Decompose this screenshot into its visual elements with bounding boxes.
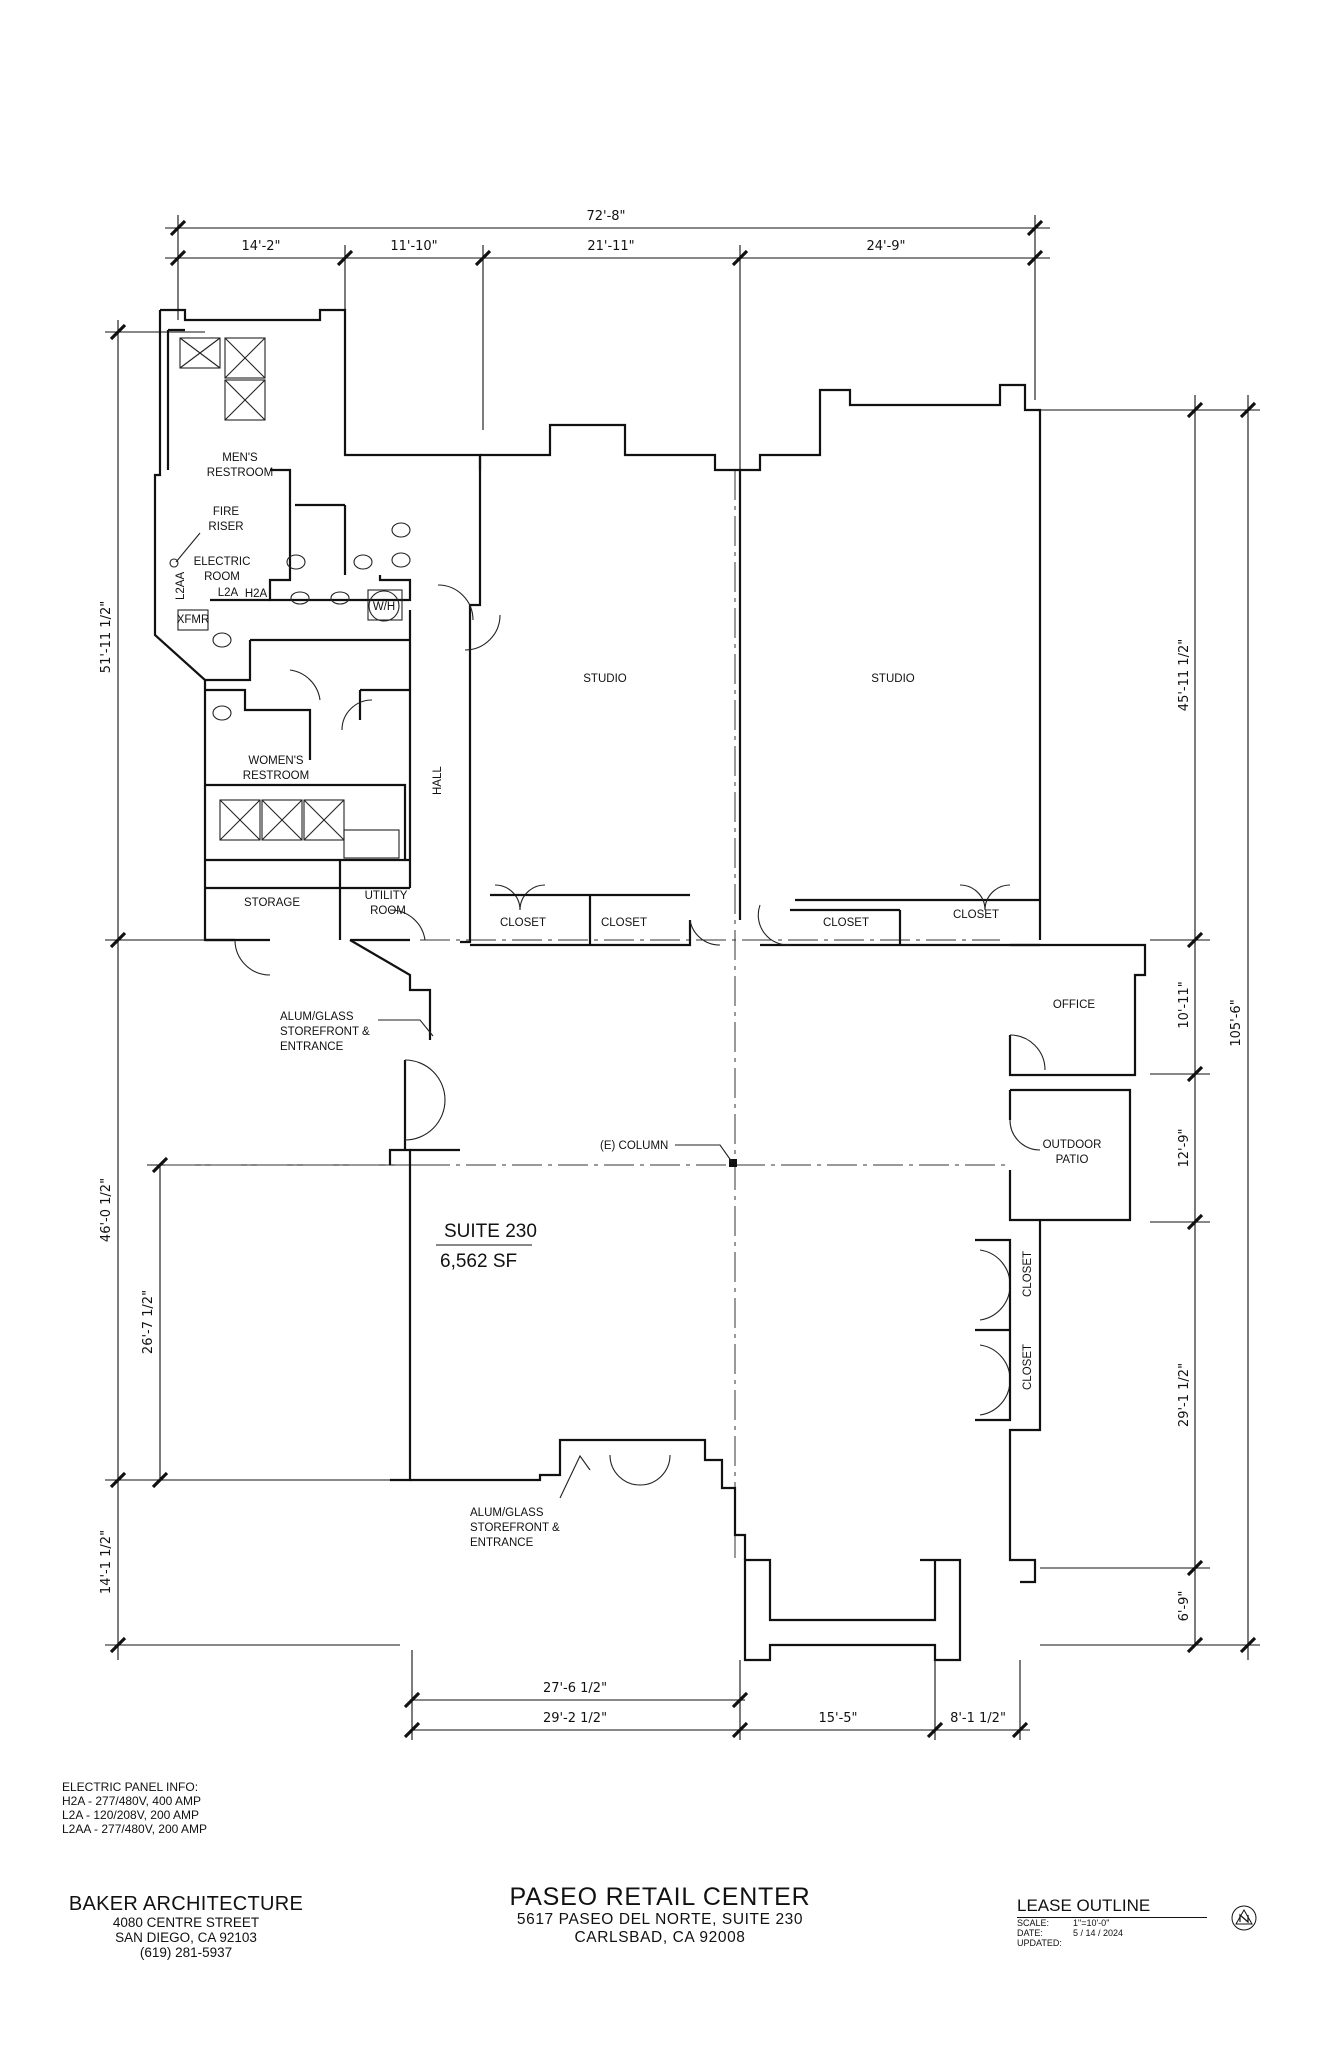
storefront-1-label-3: ENTRANCE [280,1041,344,1053]
electric-room-label-2: ROOM [204,571,240,583]
electric-panel-line: H2A - 277/480V, 400 AMP [62,1794,201,1808]
hall-label: HALL [432,766,444,795]
dim-top-1: 14'-2" [241,239,280,254]
architect-phone: (619) 281-5937 [139,1945,233,1960]
date-value: 5 / 14 / 2024 [1073,1928,1124,1938]
outdoor-patio-label-2: PATIO [1056,1154,1089,1166]
room-labels: MEN'S RESTROOM FIRE RISER ELECTRIC ROOM … [175,452,1101,1549]
dim-top-4: 24'-9" [866,239,905,254]
water-heater-symbol [368,590,400,622]
dim-left-2: 46'-0 1/2" [99,1178,114,1242]
panel-l2aa-label: L2AA [175,572,187,600]
building-walls [153,308,1147,1662]
updated-label: UPDATED: [1017,1938,1062,1948]
closet-3-label: CLOSET [823,917,869,929]
mens-restroom-label-2: RESTROOM [207,467,273,479]
project-address: 5617 PASEO DEL NORTE, SUITE 230 [516,1911,804,1928]
electric-panel-line: L2A - 120/208V, 200 AMP [62,1808,199,1822]
dim-right-5: 6'-9" [1177,1591,1192,1622]
panel-h2a-label: H2A [245,588,268,600]
architect-name: BAKER ARCHITECTURE [68,1893,304,1915]
electric-room-label-1: ELECTRIC [194,556,251,568]
architect-block: BAKER ARCHITECTURE 4080 CENTRE STREET SA… [52,1893,320,1960]
closet-1-label: CLOSET [500,917,546,929]
dim-bottom-3: 15'-5" [818,1711,857,1726]
fire-riser-label-2: RISER [208,521,243,533]
dim-top-3: 21'-11" [587,239,634,254]
project-name: PASEO RETAIL CENTER [509,1883,811,1911]
sheet-date-row: DATE: 5 / 14 / 2024 [1017,1928,1207,1938]
suite-area: 6,562 SF [440,1251,517,1272]
date-label: DATE: [1017,1928,1043,1938]
scale-value: 1"=10'-0" [1073,1918,1110,1928]
dim-right-overall: 105'-6" [1229,999,1244,1046]
dim-right-3: 12'-9" [1177,1128,1192,1167]
project-city: CARLSBAD, CA 92008 [574,1929,746,1946]
dimension-labels: 72'-8" 14'-2" 11'-10" 21'-11" 24'-9" 51'… [99,209,1244,1726]
mens-restroom-label-1: MEN'S [222,452,258,464]
outdoor-patio-label-1: OUTDOOR [1043,1139,1102,1151]
water-heater-label: W/H [373,601,395,613]
project-block: PASEO RETAIL CENTER 5617 PASEO DEL NORTE… [420,1883,900,1947]
sheet-info: LEASE OUTLINE SCALE: 1"=10'-0" DATE: 5 /… [1017,1896,1207,1948]
dim-right-1: 45'-11 1/2" [1177,639,1192,711]
scale-label: SCALE: [1017,1918,1050,1928]
studio-1-label: STUDIO [583,673,627,685]
dim-right-2: 10'-11" [1177,981,1192,1028]
studio-2-label: STUDIO [871,673,915,685]
interior-partitions [169,337,1046,1499]
storefront-2-label-1: ALUM/GLASS [470,1507,544,1519]
utility-room-label-1: UTILITY [365,890,408,902]
closet-6-label: CLOSET [1022,1344,1034,1390]
storefront-2-label-2: STOREFRONT & [470,1522,560,1534]
dim-left-1: 51'-11 1/2" [99,601,114,673]
electric-panel-info: ELECTRIC PANEL INFO: H2A - 277/480V, 400… [62,1780,207,1836]
dim-overall-top: 72'-8" [586,209,625,224]
storefront-1-label-1: ALUM/GLASS [280,1011,354,1023]
north-arrow-icon [1231,1905,1257,1931]
closet-5-label: CLOSET [1022,1251,1034,1297]
panel-l2a-label: L2A [218,587,239,599]
storage-label: STORAGE [244,897,300,909]
womens-restroom-label-2: RESTROOM [243,770,309,782]
architect-city: SAN DIEGO, CA 92103 [115,1930,257,1945]
closet-4-label: CLOSET [953,909,999,921]
office-label: OFFICE [1053,999,1095,1011]
dim-left-3: 14'-1 1/2" [99,1530,114,1594]
column-label: (E) COLUMN [600,1140,668,1152]
closet-2-label: CLOSET [601,917,647,929]
electric-panel-title: ELECTRIC PANEL INFO: [62,1780,199,1794]
dim-bottom-4: 8'-1 1/2" [950,1711,1006,1726]
sheet-updated-row: UPDATED: [1017,1938,1207,1948]
dim-bottom-2: 29'-2 1/2" [543,1711,607,1726]
dim-left-inner: 26'-7 1/2" [141,1290,156,1354]
womens-restroom-label-1: WOMEN'S [248,755,304,767]
fire-riser-label-1: FIRE [213,506,240,518]
dim-right-4: 29'-1 1/2" [1177,1363,1192,1427]
dim-bottom-1: 27'-6 1/2" [543,1681,607,1696]
column-grid [165,470,1010,1560]
storefront-2-label-3: ENTRANCE [470,1537,534,1549]
dimension-lines [105,215,1260,1740]
architect-street: 4080 CENTRE STREET [112,1915,260,1930]
sheet-scale-row: SCALE: 1"=10'-0" [1017,1918,1207,1928]
utility-room-label-2: ROOM [370,905,406,917]
dim-top-2: 11'-10" [390,239,437,254]
suite-name: SUITE 230 [444,1221,537,1242]
sheet-title: LEASE OUTLINE [1017,1896,1207,1918]
xfmr-label: XFMR [177,614,210,626]
storefront-1-label-2: STOREFRONT & [280,1026,370,1038]
electric-panel-line: L2AA - 277/480V, 200 AMP [62,1822,208,1836]
